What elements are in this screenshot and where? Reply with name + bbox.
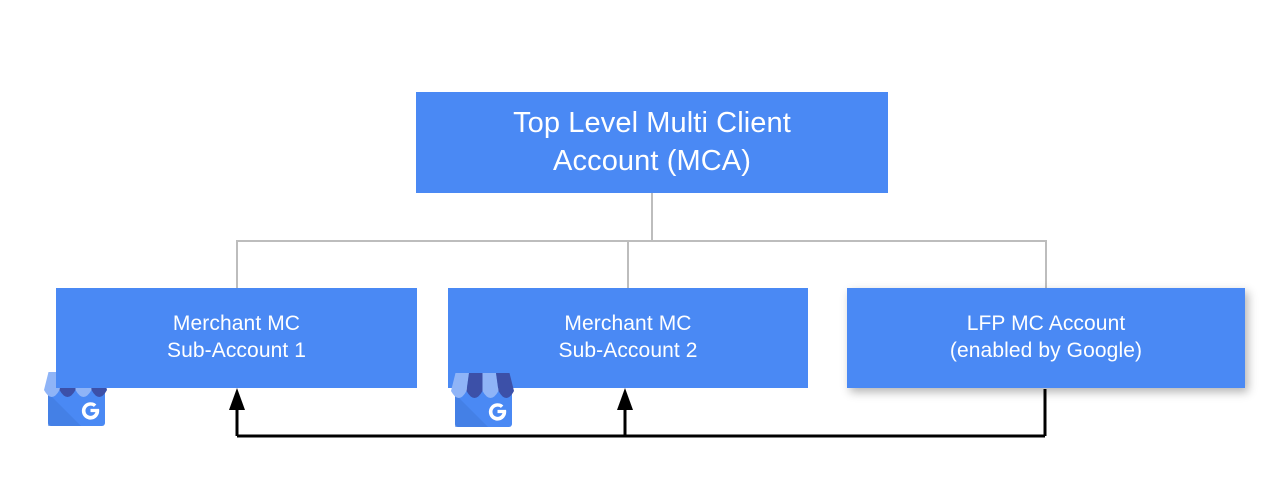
node-lfp-line-1: LFP MC Account (966, 312, 1126, 336)
node-lfp-line-2: (enabled by Google) (949, 339, 1143, 362)
node-lfp-mc-account[interactable]: LFP MC Account (enabled by Google) (847, 288, 1245, 388)
node-sub1-line-2: Sub-Account 1 (166, 339, 307, 362)
node-top-line-2: Account (MCA) (553, 144, 751, 177)
node-sub1-line-1: Merchant MC (172, 312, 301, 336)
node-top-level-mca[interactable]: Top Level Multi Client Account (MCA) (416, 92, 888, 193)
node-top-line-1: Top Level Multi Client (513, 107, 791, 140)
node-sub2-line-1: Merchant MC (564, 312, 692, 336)
connector-drop-sub-account-2 (627, 240, 629, 288)
connector-drop-sub-account-1 (236, 240, 238, 288)
node-sub2-line-2: Sub-Account 2 (558, 339, 698, 362)
node-merchant-sub-account-2[interactable]: Merchant MC Sub-Account 2 (448, 288, 808, 388)
connector-horizontal-bus (236, 240, 1047, 242)
node-merchant-sub-account-1[interactable]: Merchant MC Sub-Account 1 (56, 288, 417, 388)
connector-drop-lfp-account (1045, 240, 1047, 288)
connector-stem-top-to-bus (651, 193, 653, 242)
google-my-business-storefront-icon (451, 373, 514, 427)
